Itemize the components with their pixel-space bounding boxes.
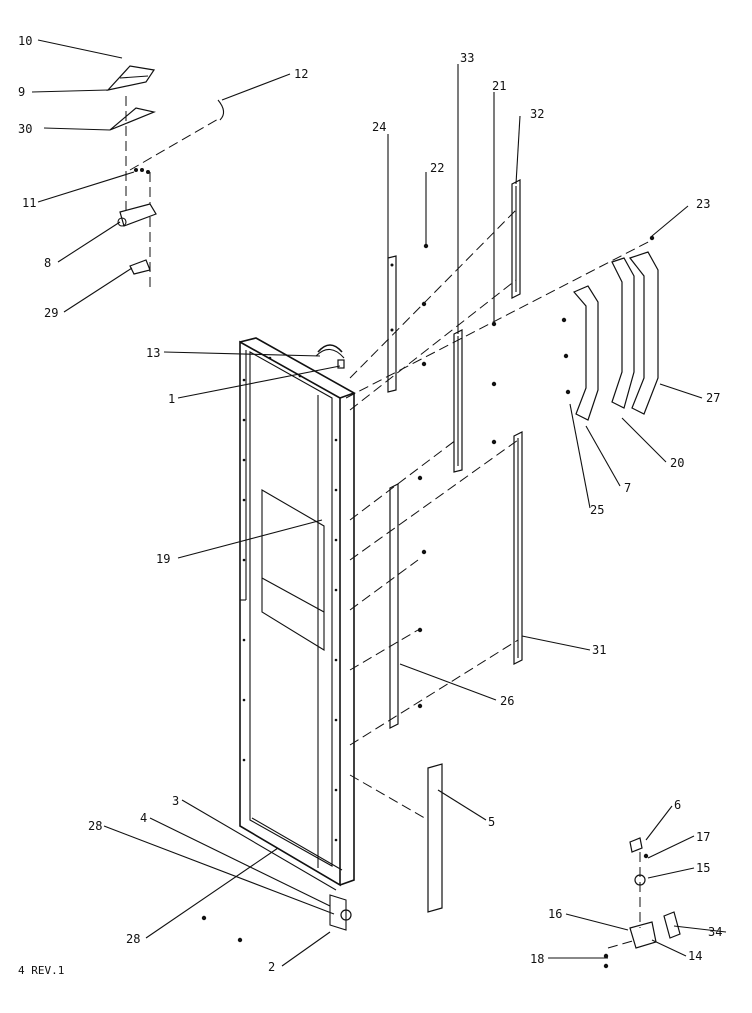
- strip-33: [453, 329, 463, 473]
- panel-5: [427, 763, 443, 913]
- callout-2: 2: [268, 960, 275, 974]
- callout-31: 31: [592, 643, 606, 657]
- callout-20: 20: [670, 456, 684, 470]
- callout-4: 4: [140, 811, 147, 825]
- callout-18: 18: [530, 952, 544, 966]
- revision-note: 4 REV.1: [18, 964, 64, 977]
- callout-3: 3: [172, 794, 179, 808]
- callout-17: 17: [696, 830, 710, 844]
- callout-28-upper: 28: [88, 819, 102, 833]
- callout-24: 24: [372, 120, 386, 134]
- callout-25: 25: [590, 503, 604, 517]
- callout-33: 33: [460, 51, 474, 65]
- strip-26: [389, 483, 399, 729]
- handle-parts: [573, 251, 659, 421]
- callout-labels: 10 9 30 12 11 8 29 24 22 33 21 32 23 13 …: [18, 34, 722, 974]
- callout-23: 23: [696, 197, 710, 211]
- callout-12: 12: [294, 67, 308, 81]
- callout-1: 1: [168, 392, 175, 406]
- callout-9: 9: [18, 85, 25, 99]
- callout-11: 11: [22, 196, 36, 210]
- callout-8: 8: [44, 256, 51, 270]
- wire-harness: [315, 344, 345, 369]
- bottom-hinge-assembly: [629, 837, 681, 949]
- callout-13: 13: [146, 346, 160, 360]
- callout-14: 14: [688, 949, 702, 963]
- strip-24: [387, 255, 397, 393]
- callout-10: 10: [18, 34, 32, 48]
- callout-22: 22: [430, 161, 444, 175]
- assembly-lines: [201, 209, 655, 969]
- strip-31: [513, 431, 523, 665]
- callout-28-lower: 28: [126, 932, 140, 946]
- callout-6: 6: [674, 798, 681, 812]
- callout-29: 29: [44, 306, 58, 320]
- callout-16: 16: [548, 907, 562, 921]
- callout-15: 15: [696, 861, 710, 875]
- leader-lines: [31, 39, 727, 967]
- door-frame: [239, 337, 356, 931]
- callout-32: 32: [530, 107, 544, 121]
- frame-screw-holes: [242, 356, 338, 842]
- callout-19: 19: [156, 552, 170, 566]
- callout-30: 30: [18, 122, 32, 136]
- callout-27: 27: [706, 391, 720, 405]
- callout-21: 21: [492, 79, 506, 93]
- top-hinge-assembly: [106, 65, 225, 290]
- callout-26: 26: [500, 694, 514, 708]
- callout-34: 34: [708, 925, 722, 939]
- callout-5: 5: [488, 815, 495, 829]
- strip-32: [511, 179, 521, 299]
- callout-7: 7: [624, 481, 631, 495]
